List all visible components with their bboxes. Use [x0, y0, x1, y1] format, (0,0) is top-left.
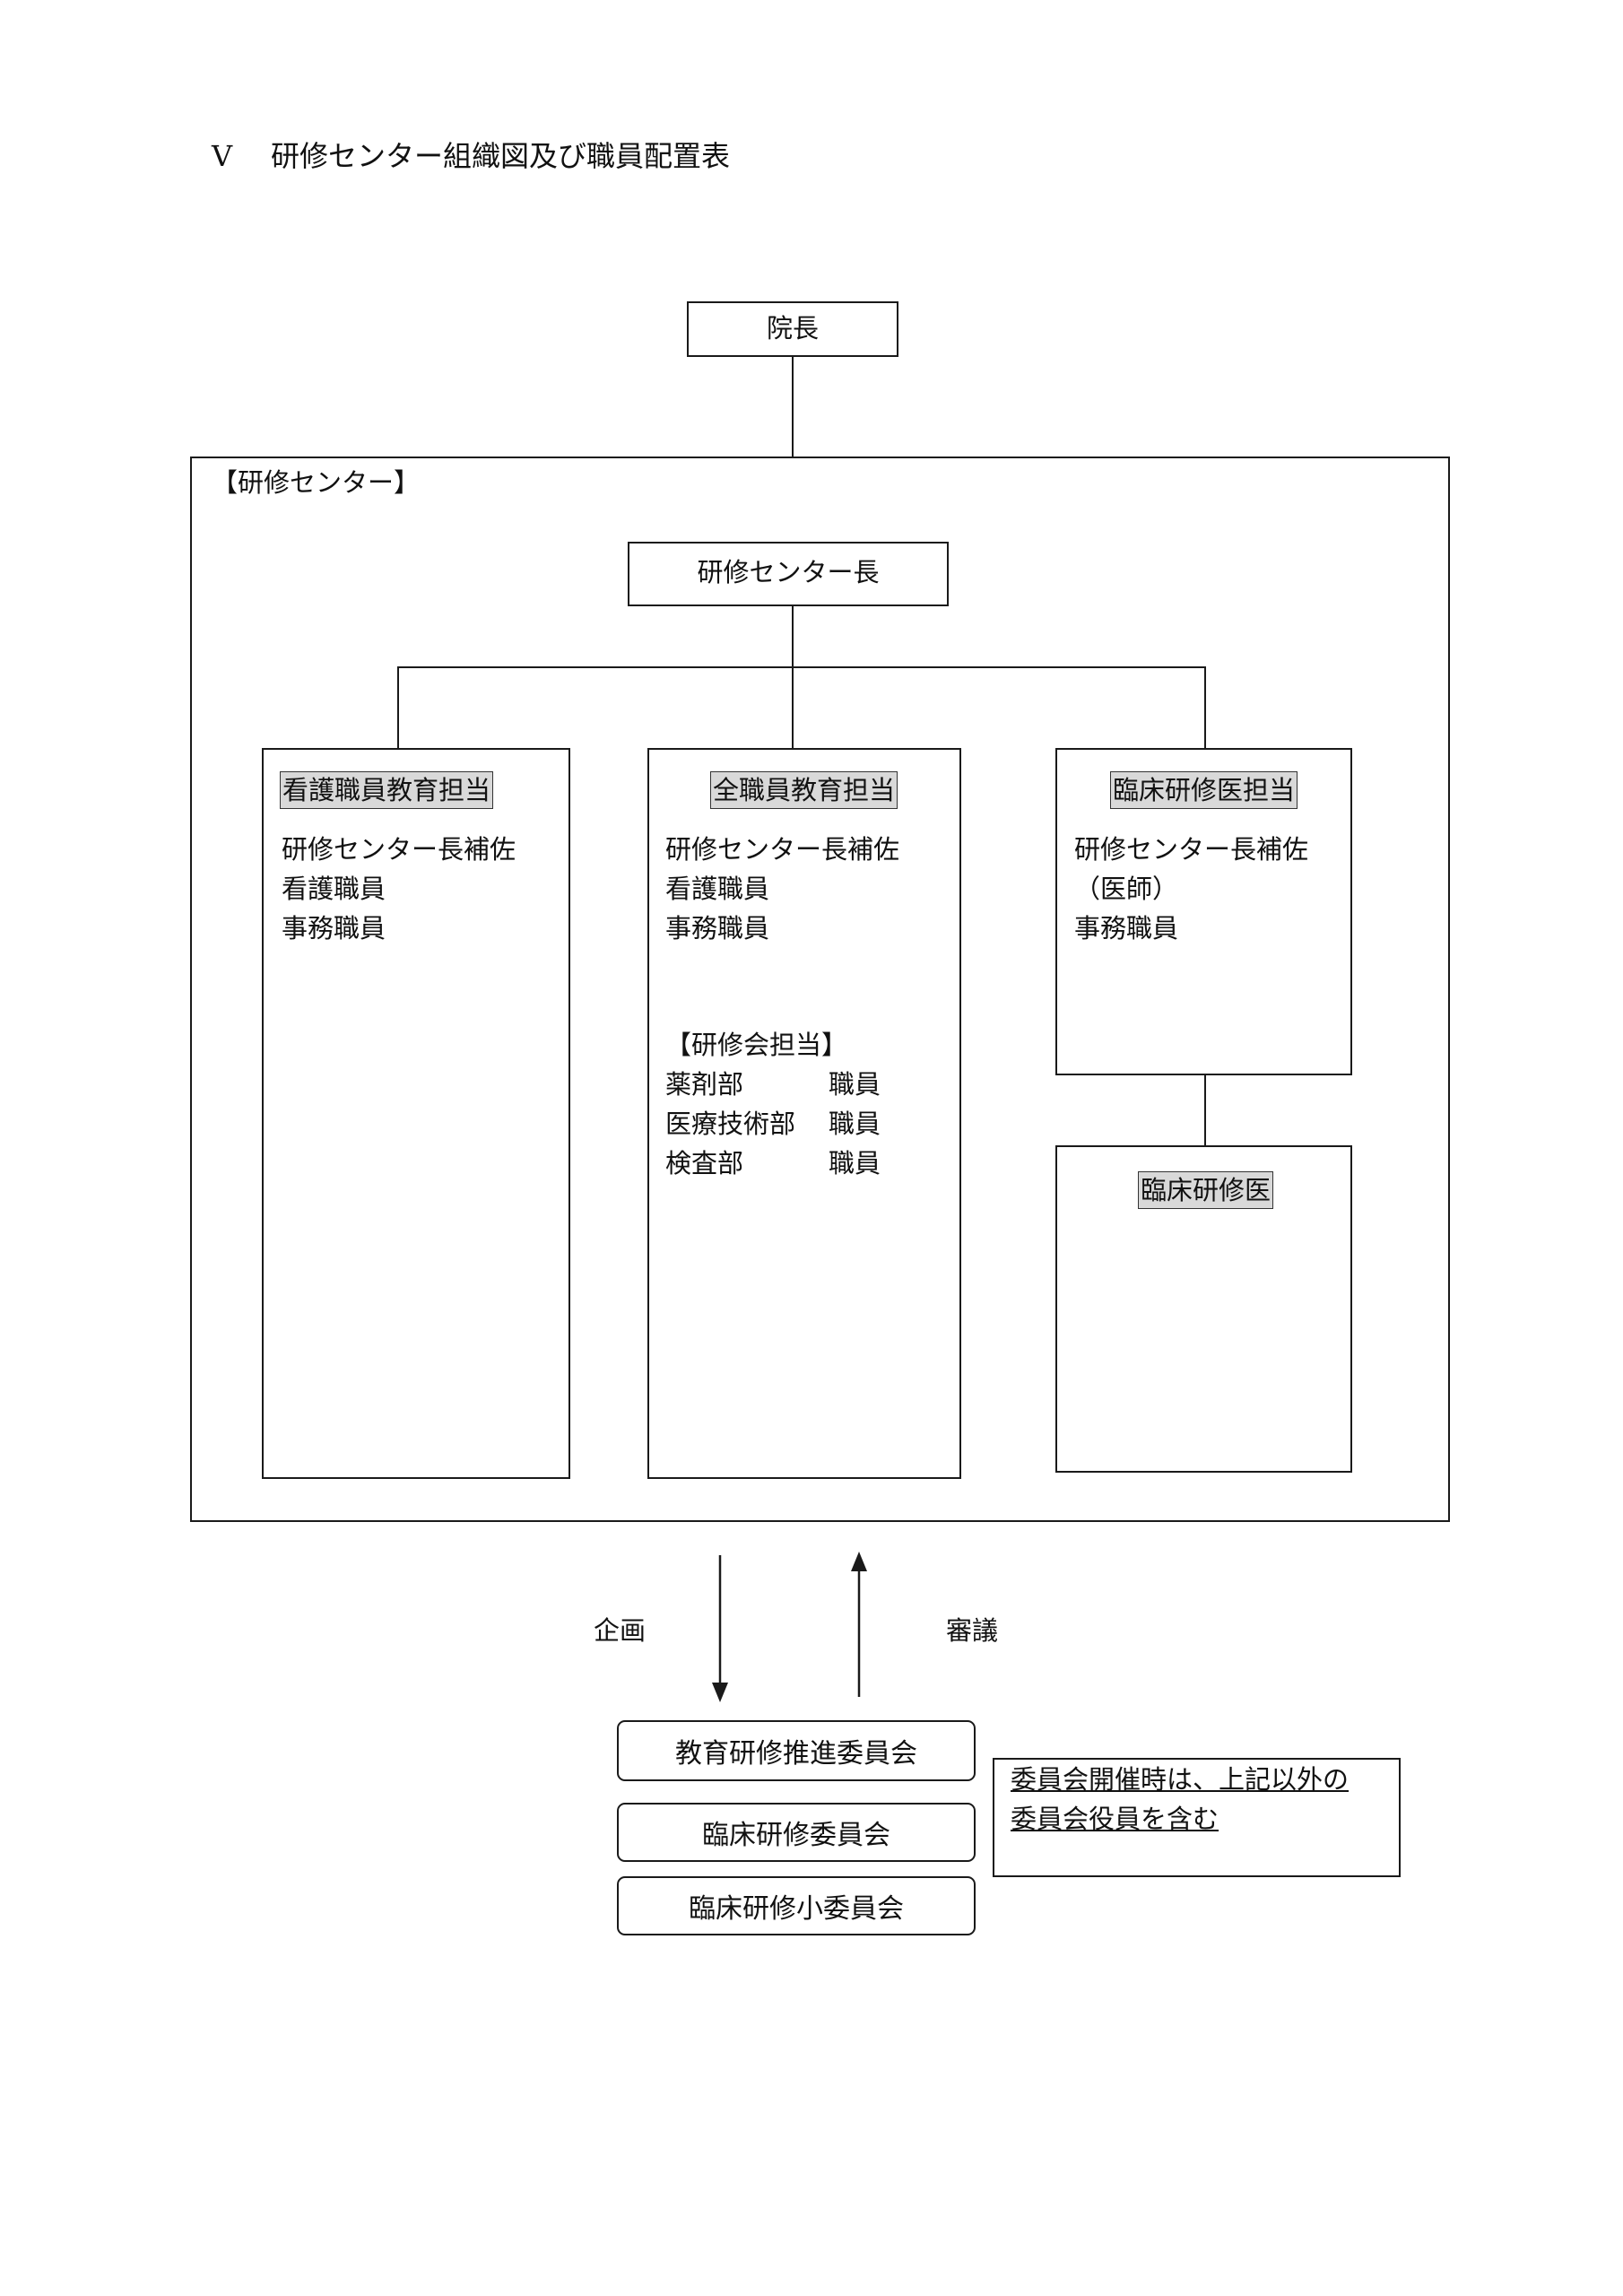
workshop-role-1: 職員 [829, 1069, 881, 1100]
flow-arrows [712, 1552, 867, 1702]
connector-head-down [792, 606, 794, 748]
connector-left-branch [397, 666, 399, 748]
connector-horizontal [397, 666, 1206, 668]
workshop-label: 【研修会担当】 [665, 1030, 848, 1060]
all-staff-line-3: 事務職員 [665, 913, 770, 944]
deliberation-label: 審議 [946, 1615, 999, 1646]
clinical-line-1: 研修センター長補佐 [1074, 834, 1309, 865]
clinical-line-2: （医師） [1074, 874, 1179, 904]
director-box: 院長 [687, 301, 898, 357]
clinical-line-3: 事務職員 [1074, 913, 1179, 944]
plan-arrow-head [712, 1683, 728, 1702]
workshop-dept-2: 医療技術部 [665, 1109, 796, 1139]
workshop-dept-3: 検査部 [665, 1148, 744, 1178]
plan-label: 企画 [594, 1615, 647, 1646]
nursing-line-1: 研修センター長補佐 [282, 834, 516, 865]
connector-right-branch [1204, 666, 1206, 748]
clinical-resident-title: 臨床研修医担当 [1110, 771, 1298, 809]
committee-label: 教育研修推進委員会 [675, 1738, 917, 1770]
all-staff-line-2: 看護職員 [665, 874, 770, 904]
committee-label: 臨床研修小委員会 [689, 1893, 904, 1925]
note-line-2: 委員会役員を含む [1011, 1804, 1219, 1834]
connector-director-to-head [792, 357, 794, 542]
section-number: Ⅴ [212, 139, 233, 173]
workshop-role-3: 職員 [829, 1148, 881, 1178]
note-line-1: 委員会開催時は、上記以外の [1011, 1764, 1350, 1795]
center-head-label: 研修センター長 [697, 557, 880, 587]
committee-education-promotion: 教育研修推進委員会 [617, 1720, 976, 1781]
director-label: 院長 [766, 313, 819, 344]
nursing-education-box [262, 748, 570, 1479]
center-head-box: 研修センター長 [628, 542, 949, 606]
workshop-role-2: 職員 [829, 1109, 881, 1139]
page-title: 研修センター組織図及び職員配置表 [271, 139, 731, 173]
all-staff-line-1: 研修センター長補佐 [665, 834, 900, 865]
connector-clinical-to-residents [1204, 1075, 1206, 1145]
nursing-line-3: 事務職員 [282, 913, 386, 944]
residents-title: 臨床研修医 [1138, 1171, 1274, 1209]
all-staff-education-title: 全職員教育担当 [710, 771, 898, 809]
note-box [993, 1758, 1401, 1877]
deliberation-arrow-head [851, 1552, 867, 1571]
nursing-education-title: 看護職員教育担当 [280, 771, 494, 809]
nursing-line-2: 看護職員 [282, 874, 386, 904]
committee-clinical-training-sub: 臨床研修小委員会 [617, 1876, 976, 1935]
committee-clinical-training: 臨床研修委員会 [617, 1803, 976, 1862]
all-staff-education-box [647, 748, 961, 1479]
training-center-label: 【研修センター】 [212, 467, 421, 498]
committee-label: 臨床研修委員会 [702, 1820, 890, 1851]
workshop-dept-1: 薬剤部 [665, 1069, 744, 1100]
